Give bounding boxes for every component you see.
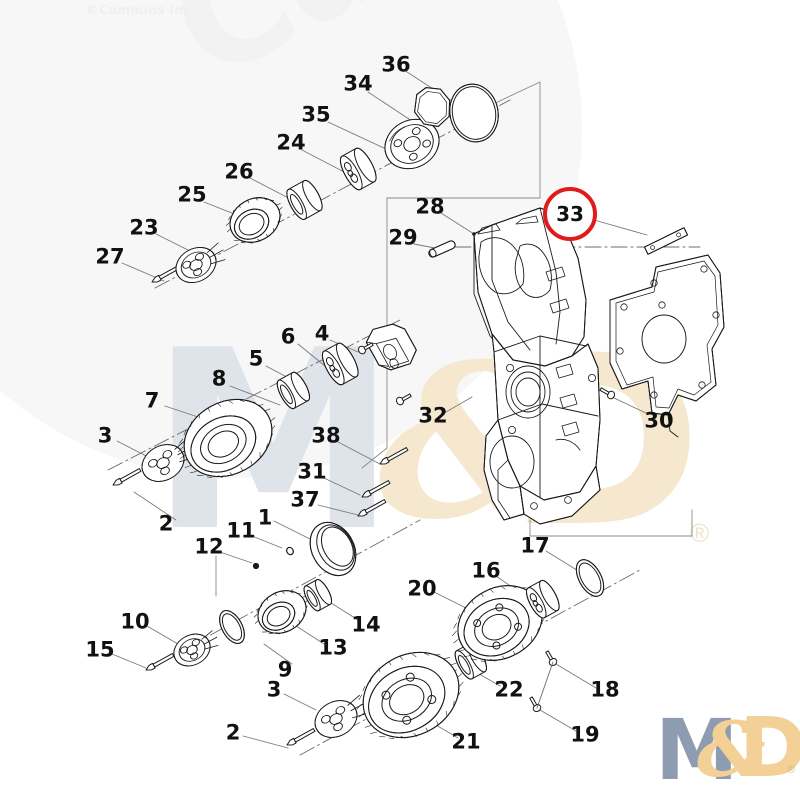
callout-14[interactable]: 14 (351, 612, 381, 637)
callout-25[interactable]: 25 (177, 182, 207, 207)
callout-9[interactable]: 9 (277, 657, 293, 682)
callout-16[interactable]: 16 (471, 558, 501, 583)
copyright-notice: ©Cummins Inc (86, 2, 191, 17)
callout-3[interactable]: 3 (266, 677, 282, 702)
brand-logo-registered: ® (787, 764, 796, 776)
callout-35[interactable]: 35 (301, 102, 331, 127)
callout-32[interactable]: 32 (418, 403, 448, 428)
callout-19[interactable]: 19 (570, 722, 600, 747)
callout-24[interactable]: 24 (276, 130, 306, 155)
callout-13[interactable]: 13 (318, 635, 348, 660)
callout-12[interactable]: 12 (194, 534, 224, 559)
callout-18[interactable]: 18 (590, 677, 620, 702)
brand-logo-d: D (739, 701, 800, 796)
callout-17[interactable]: 17 (520, 533, 550, 558)
callout-5[interactable]: 5 (248, 346, 264, 371)
callout-30[interactable]: 30 (644, 408, 674, 433)
callout-20[interactable]: 20 (407, 576, 437, 601)
callout-29[interactable]: 29 (388, 225, 418, 250)
callout-8[interactable]: 8 (211, 366, 227, 391)
callout-36[interactable]: 36 (381, 52, 411, 77)
callout-3[interactable]: 3 (97, 423, 113, 448)
callout-1[interactable]: 1 (257, 505, 273, 530)
callout-2[interactable]: 2 (225, 720, 241, 745)
callout-2[interactable]: 2 (158, 511, 174, 536)
callout-23[interactable]: 23 (129, 215, 159, 240)
callout-38[interactable]: 38 (311, 423, 341, 448)
callout-10[interactable]: 10 (120, 609, 150, 634)
callout-31[interactable]: 31 (297, 459, 327, 484)
brand-logo-amp: & (697, 705, 766, 794)
callout-37[interactable]: 37 (290, 487, 320, 512)
brand-logo-m: M (655, 701, 739, 799)
callout-15[interactable]: 15 (85, 637, 115, 662)
brand-logo: M & D ® (655, 705, 800, 794)
callout-6[interactable]: 6 (280, 324, 296, 349)
callout-22[interactable]: 22 (494, 677, 524, 702)
callout-highlighted-33[interactable]: 33 (543, 187, 597, 241)
callout-34[interactable]: 34 (343, 71, 373, 96)
callout-21[interactable]: 21 (451, 729, 481, 754)
callout-28[interactable]: 28 (415, 194, 445, 219)
callout-27[interactable]: 27 (95, 244, 125, 269)
callout-26[interactable]: 26 (224, 159, 254, 184)
callout-11[interactable]: 11 (226, 518, 256, 543)
callout-7[interactable]: 7 (144, 388, 160, 413)
callout-4[interactable]: 4 (314, 321, 330, 346)
